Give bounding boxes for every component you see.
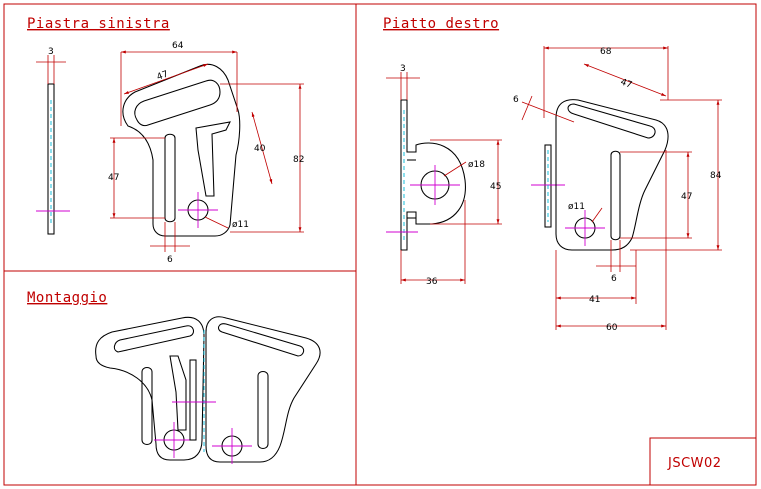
right-plate-outline [555, 99, 669, 251]
right-slot-width-label: 6 [513, 95, 519, 105]
right-width-label: 68 [600, 47, 612, 57]
left-hole-leader [204, 216, 229, 229]
left-plate-slot [134, 79, 221, 127]
right-slot-label: 47 [619, 77, 633, 90]
assembly-center-plate [189, 359, 197, 441]
edge-depth-label: 36 [426, 277, 438, 287]
left-hole-label: ø11 [232, 220, 249, 230]
left-notch-label: 40 [254, 144, 266, 154]
left-height-label: 82 [293, 155, 304, 165]
right-plate-view: 3 ø18 45 36 68 47 [386, 46, 722, 333]
right-height-label: 84 [710, 171, 722, 181]
right-plate-strip [544, 144, 552, 228]
right-hole-leader [591, 207, 603, 223]
edge-hole-leader [443, 161, 467, 177]
assembly-left-side-slot [141, 366, 153, 446]
edge-hole-label: ø18 [468, 160, 485, 170]
left-slot-width-label: 6 [167, 255, 173, 265]
left-slot-label: 47 [156, 70, 170, 83]
left-plate-edge [47, 83, 55, 235]
assembly-right-side-slot [257, 370, 269, 450]
left-plate-side-slot [164, 133, 176, 223]
left-slot-dim [123, 63, 209, 95]
left-side-slot-label: 47 [108, 173, 119, 183]
title-right-plate: Piatto destro [383, 16, 499, 32]
assembly-right-slot [218, 323, 305, 357]
right-side-slot-label: 47 [681, 192, 692, 202]
left-plate-view: 3 64 47 82 40 47 ø11 [36, 41, 304, 265]
edge-height-label: 45 [490, 182, 501, 192]
assembly-left-notch [169, 355, 187, 431]
right-slot-dim [583, 63, 667, 97]
right-hole-label: ø11 [568, 202, 585, 212]
left-notch-dim [251, 111, 273, 185]
right-slot-width-tick [521, 95, 533, 121]
assembly-right-plate [205, 316, 321, 463]
right-slot-width-dim [521, 101, 575, 123]
assembly-view [95, 316, 321, 464]
drawing-code: JSCW02 [667, 456, 722, 471]
sheet-border [3, 3, 757, 486]
title-block [649, 437, 757, 486]
right-offset-label: 41 [589, 295, 600, 305]
right-edge-profile [400, 99, 466, 251]
assembly-left-slot [113, 325, 195, 353]
left-width-label: 64 [172, 41, 184, 51]
assembly-left-plate [95, 316, 205, 461]
right-plate-side-slot [610, 150, 621, 241]
left-thickness-label: 3 [48, 47, 54, 57]
title-assembly: Montaggio [27, 290, 107, 306]
right-gap-label: 6 [611, 274, 617, 284]
right-plate-slot [567, 103, 656, 139]
right-base-label: 60 [606, 323, 618, 333]
right-thickness-label: 3 [400, 64, 406, 74]
left-plate-notch [195, 121, 231, 197]
title-left-plate: Piastra sinistra [27, 16, 170, 32]
